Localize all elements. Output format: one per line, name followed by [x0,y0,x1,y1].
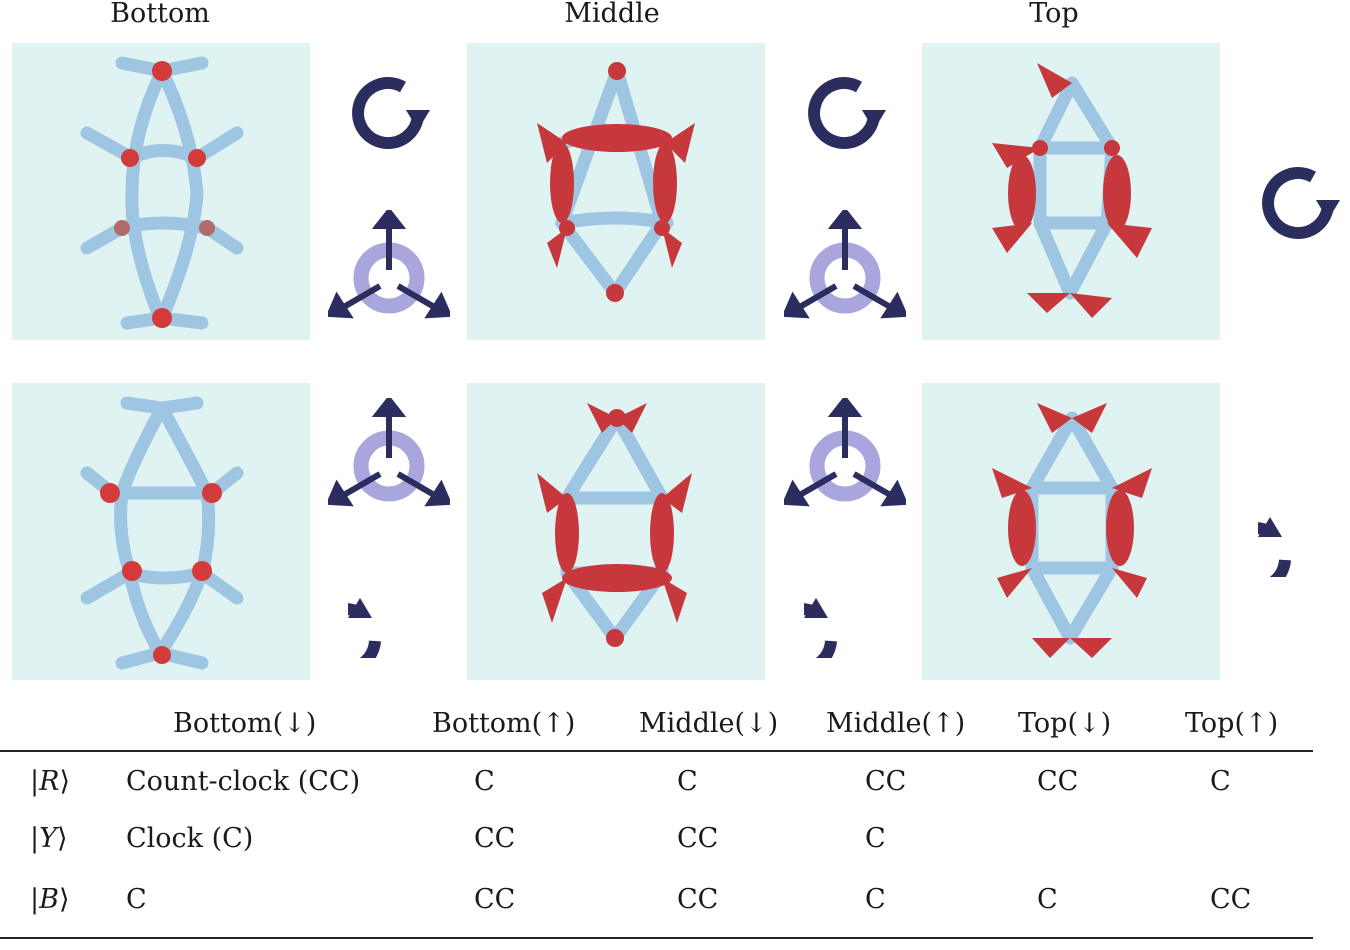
structure-panel-bottom-upper [12,43,310,340]
state-letter: Y [39,823,57,854]
lattice-structure-image [537,62,695,302]
table-cell: C [1037,884,1058,915]
state-letter: B [39,884,59,915]
lattice-structure-image [80,396,244,670]
table-header-bottom-up: Bottom(↑) [432,708,576,739]
rotate-clockwise-icon [804,70,886,152]
lattice-structure-image [537,403,692,647]
table-rule-top [0,750,1313,752]
rotate-clockwise-icon [348,70,430,152]
structure-panel-middle-upper [467,43,765,340]
rotate-counterclockwise-icon [348,576,430,658]
table-header-middle-up: Middle(↑) [826,708,966,739]
table-cell: CC [865,766,907,797]
table-cell: CC [677,884,719,915]
rotate-counterclockwise-icon [804,576,886,658]
table-cell: CC [474,884,516,915]
state-label-y: |Y⟩ [30,823,68,854]
table-cell: CC [474,823,516,854]
table-cell: C [865,823,886,854]
table-header-top-down: Top(↓) [1018,708,1112,739]
table-cell: Count-clock (CC) [126,766,361,797]
state-label-r: |R⟩ [30,766,70,797]
table-cell: CC [1037,766,1079,797]
lattice-structure-image [992,63,1152,318]
structure-panel-middle-lower [467,383,765,680]
lattice-structure-image [80,56,244,330]
structure-panel-top-upper [922,43,1220,340]
table-cell: C [865,884,886,915]
table-cell: CC [677,823,719,854]
column-title-bottom: Bottom [110,0,210,29]
table-cell: C [126,884,147,915]
column-title-top: Top [1029,0,1079,29]
table-header-middle-down: Middle(↓) [639,708,779,739]
structure-panel-top-lower [922,383,1220,680]
three-arrow-tripod-icon [784,210,906,322]
three-arrow-tripod-icon [328,210,450,322]
table-cell: C [474,766,495,797]
rotate-clockwise-icon [1258,160,1340,242]
table-header-top-up: Top(↑) [1185,708,1279,739]
three-arrow-tripod-icon [328,398,450,510]
table-cell: C [1210,766,1231,797]
table-cell: C [677,766,698,797]
state-label-b: |B⟩ [30,884,70,915]
rotate-counterclockwise-icon [1258,495,1340,577]
lattice-structure-image [992,403,1152,658]
state-letter: R [39,766,60,797]
structure-panel-bottom-lower [12,383,310,680]
table-cell: CC [1210,884,1252,915]
table-rule-bottom [0,937,1313,939]
column-title-middle: Middle [564,0,660,29]
table-cell: Clock (C) [126,823,254,854]
three-arrow-tripod-icon [784,398,906,510]
table-header-bottom-down: Bottom(↓) [173,708,317,739]
